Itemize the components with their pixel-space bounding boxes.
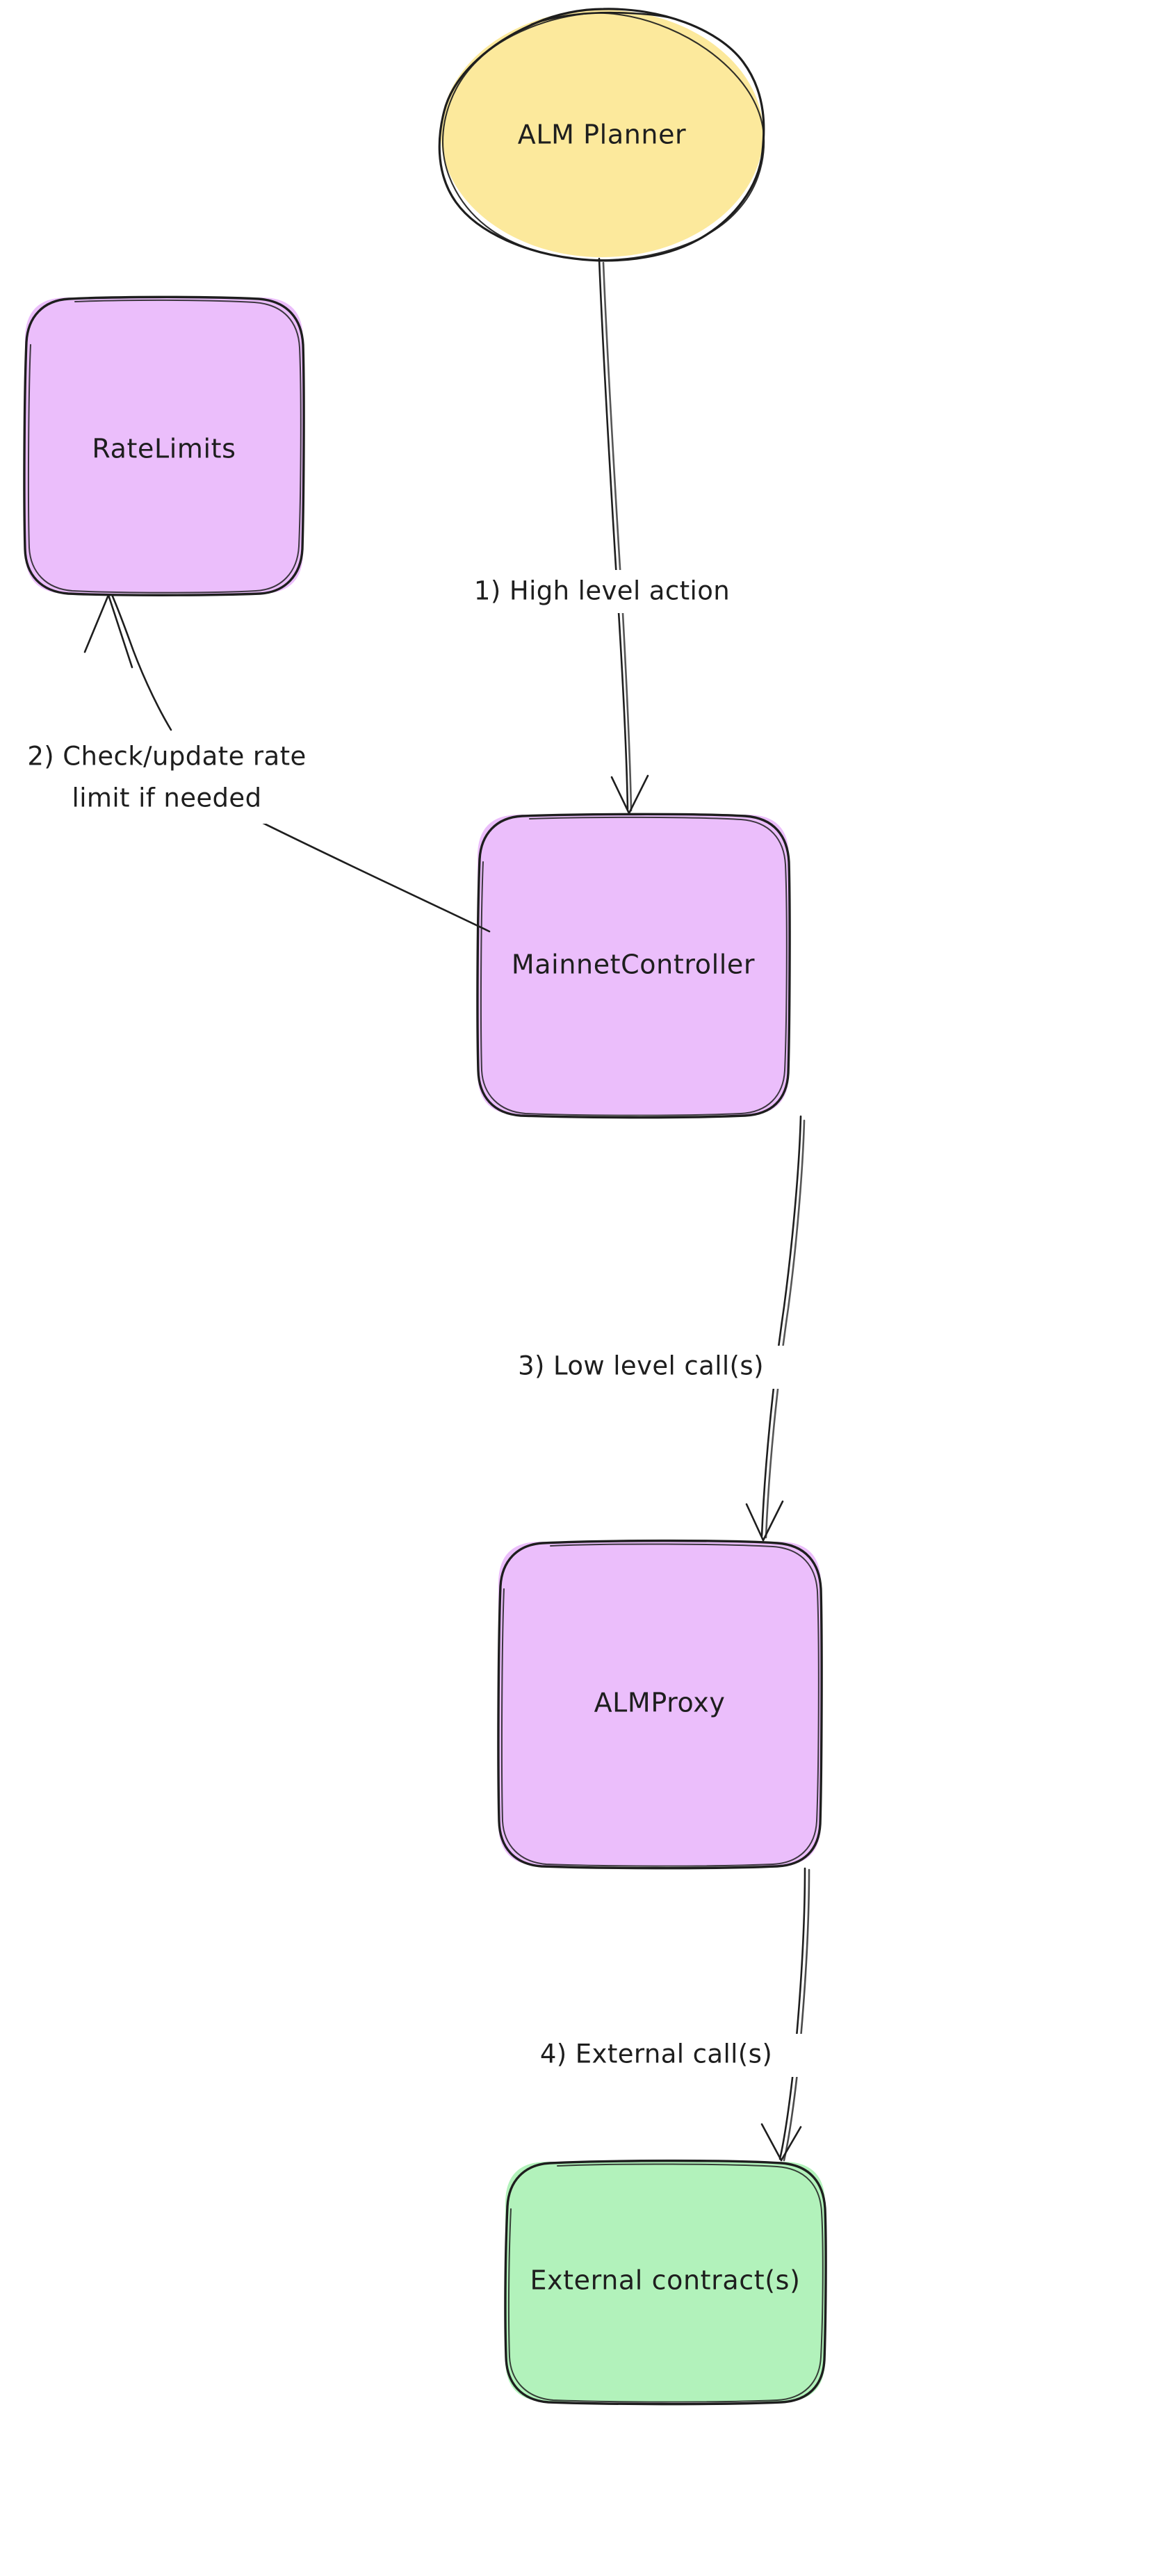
- edge-alm-proxy-to-external-contracts: 4) External call(s): [480, 1867, 834, 2162]
- alm-planner-fill: [441, 10, 763, 257]
- edge-2-label-backdrop: [0, 733, 361, 824]
- edge-3-arrowhead: [745, 1500, 784, 1542]
- node-external-contracts[interactable]: External contract(s): [504, 2159, 827, 2406]
- node-alm-planner[interactable]: ALM Planner: [438, 8, 765, 262]
- mainnet-controller-label: MainnetController: [512, 949, 755, 980]
- edge-alm-planner-to-mainnet-controller: 1) High level action: [417, 257, 792, 815]
- edge-4-arrowhead: [760, 2123, 802, 2162]
- edge-mainnet-controller-to-rate-limits: 2) Check/update rate limit if needed: [0, 594, 491, 933]
- alm-proxy-fill: [498, 1542, 821, 1866]
- edge-3-label-backdrop: [459, 1346, 827, 1389]
- edge-1-label: 1) High level action: [474, 576, 730, 606]
- edge-1-line-second-stroke: [602, 261, 633, 812]
- edge-3-line-second-stroke: [765, 1119, 806, 1539]
- rate-limits-label: RateLimits: [92, 434, 236, 464]
- alm-planner-outline-overshoot: [530, 11, 670, 26]
- edge-3-label: 3) Low level call(s): [518, 1351, 764, 1381]
- external-contracts-outline-a: [504, 2159, 827, 2406]
- external-contracts-outline-b: [507, 2163, 824, 2403]
- edge-1-label-backdrop: [417, 570, 792, 613]
- edge-3-line: [760, 1115, 802, 1538]
- edge-2-line-upper: [111, 595, 172, 731]
- rate-limits-outline-a: [23, 295, 305, 596]
- edge-2-label-line-1: 2) Check/update rate: [27, 742, 306, 772]
- edge-2-arrowhead: [83, 594, 133, 669]
- edge-2-label-line-2: limit if needed: [72, 783, 262, 813]
- alm-planner-outline-b: [441, 12, 765, 261]
- edge-4-label-backdrop: [480, 2034, 834, 2077]
- node-alm-proxy[interactable]: ALMProxy: [497, 1539, 823, 1870]
- mainnet-controller-outline-b: [480, 816, 788, 1116]
- node-mainnet-controller[interactable]: MainnetController: [476, 813, 791, 1119]
- external-contracts-label: External contract(s): [530, 2265, 800, 2296]
- edge-1-line: [598, 257, 629, 810]
- external-contracts-fill: [505, 2162, 825, 2402]
- edge-1-arrowhead: [610, 774, 649, 815]
- node-rate-limits[interactable]: RateLimits: [23, 295, 305, 596]
- rate-limits-outline-b: [27, 299, 302, 594]
- mainnet-controller-outline-a: [476, 813, 791, 1119]
- edge-4-label: 4) External call(s): [540, 2039, 772, 2069]
- alm-proxy-outline-a: [497, 1539, 823, 1870]
- edge-mainnet-controller-to-alm-proxy: 3) Low level call(s): [459, 1115, 827, 1542]
- mainnet-controller-fill: [478, 815, 789, 1115]
- alm-proxy-label: ALMProxy: [594, 1688, 726, 1718]
- alm-planner-label: ALM Planner: [518, 120, 687, 150]
- alm-proxy-outline-b: [500, 1543, 820, 1867]
- rate-limits-fill: [25, 297, 303, 594]
